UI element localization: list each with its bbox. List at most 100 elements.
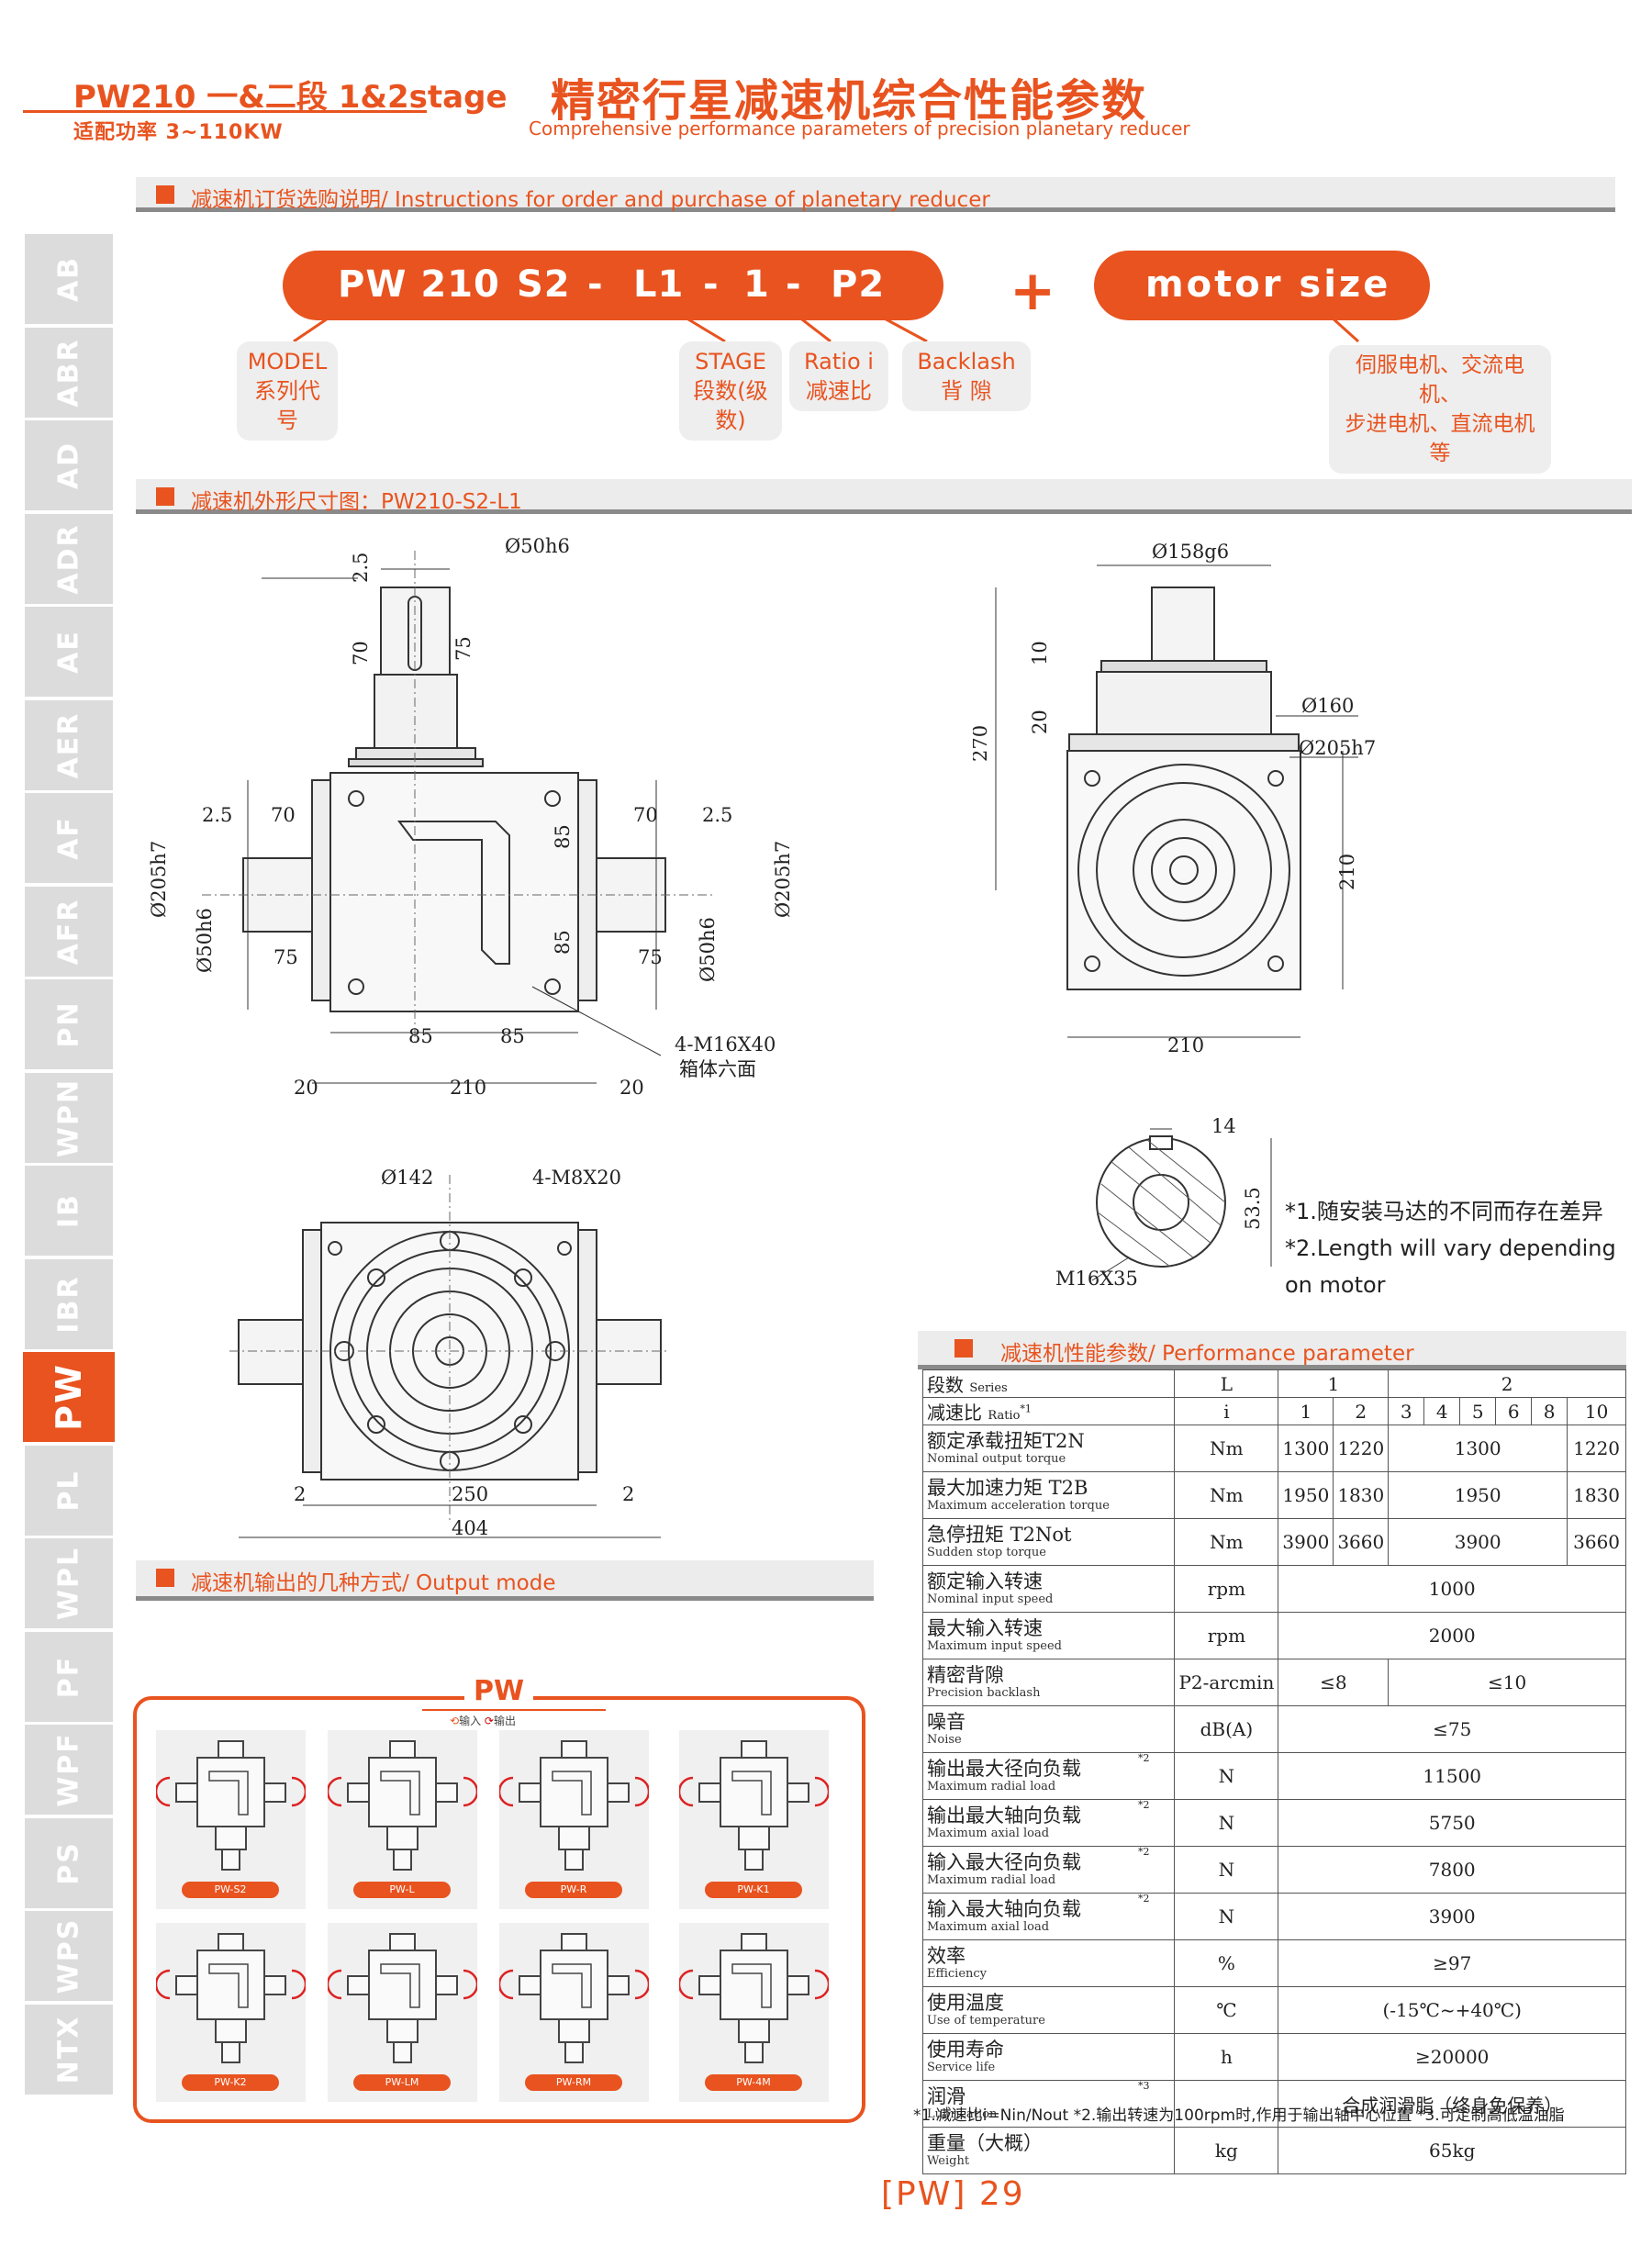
- output-mode-card: PW-LM: [326, 1923, 479, 2102]
- gearbox-icon: [497, 1933, 651, 2063]
- value-cell: 1950: [1388, 1471, 1568, 1519]
- side-tab-wpf[interactable]: WPF: [25, 1725, 113, 1816]
- side-tab-label: AE: [52, 630, 85, 674]
- dim-53-5: 53.5: [1242, 1187, 1264, 1230]
- value-cell: 1830: [1567, 1471, 1626, 1519]
- unit-cell: ℃: [1174, 1986, 1279, 2034]
- callout-line: 系列代号: [254, 378, 320, 433]
- side-tab-label: WPN: [52, 1078, 85, 1157]
- label-en: Service life: [927, 2061, 996, 2074]
- value-cell: 65kg: [1278, 2127, 1626, 2174]
- side-tab-ab[interactable]: AB: [25, 234, 113, 326]
- side-tab-ad[interactable]: AD: [25, 420, 113, 512]
- model-code-pill: PW 210 S2 - L1 - 1 - P2: [283, 251, 943, 320]
- callout-backlash: Backlash 背 隙: [902, 341, 1031, 411]
- side-tab-afr[interactable]: AFR: [25, 886, 113, 978]
- side-tab-ibr[interactable]: IBR: [25, 1258, 113, 1351]
- label-en: Efficiency: [927, 1967, 988, 1981]
- side-tab-pf[interactable]: PF: [25, 1631, 113, 1724]
- side-tab-ib[interactable]: IB: [25, 1166, 113, 1257]
- section-performance: 减速机性能参数/ Performance parameter: [918, 1331, 1626, 1369]
- dim-70: 70: [350, 641, 372, 665]
- dim-20: 20: [1029, 710, 1051, 734]
- series-cn: 段数: [927, 1374, 964, 1396]
- dim-160: Ø160: [1301, 695, 1354, 717]
- label-en: Nominal input speed: [927, 1592, 1054, 1606]
- dim-85: 85: [500, 1025, 525, 1047]
- ratio-value: 6: [1495, 1397, 1533, 1425]
- label-cn: 额定承载扭矩T2N: [927, 1430, 1085, 1452]
- side-tab-wpn[interactable]: WPN: [25, 1072, 113, 1165]
- side-tab-ae[interactable]: AE: [25, 607, 113, 698]
- label-en: Noise: [927, 1733, 962, 1747]
- dim-left-70: 70: [271, 804, 296, 826]
- value-cell: 1830: [1333, 1471, 1390, 1519]
- unit-cell: h: [1174, 2033, 1279, 2081]
- row-label: 段数 Series: [921, 1369, 1176, 1398]
- side-tab-abr[interactable]: ABR: [25, 327, 113, 419]
- unit-cell: P2-arcmin: [1174, 1659, 1279, 1706]
- page-subtitle: Comprehensive performance parameters of …: [529, 117, 1190, 140]
- dim-210: 210: [450, 1077, 486, 1099]
- dim-14: 14: [1211, 1115, 1236, 1137]
- side-tab-ntx[interactable]: NTX: [25, 2004, 113, 2096]
- gearbox-icon: [154, 1740, 307, 1871]
- side-tab-label: PN: [52, 1000, 85, 1048]
- side-tab-wpl[interactable]: WPL: [25, 1538, 113, 1630]
- unit-cell: rpm: [1174, 1565, 1279, 1613]
- output-heading-line: [422, 1709, 606, 1711]
- callout-connectors: [293, 315, 1360, 343]
- dim-flange-dia-right: Ø205h7: [772, 841, 794, 918]
- section-marker: [156, 487, 174, 506]
- side-tab-pl[interactable]: PL: [25, 1445, 113, 1537]
- section-order: 减速机订货选购说明/ Instructions for order and pu…: [136, 177, 1615, 212]
- output-mode-card: PW-RM: [497, 1923, 651, 2102]
- side-tab-aer[interactable]: AER: [25, 699, 113, 792]
- side-tab-wps[interactable]: WPS: [25, 1911, 113, 2003]
- value-cell: ≥97: [1278, 1939, 1626, 1987]
- header-underline: [23, 110, 427, 113]
- front-view-drawing: Ø50h6 2.5 70 75 2.5 70 70 2.5 Ø205h7 Ø50…: [148, 535, 794, 1099]
- label-cn: 使用温度: [927, 1992, 1004, 2014]
- section-output-mode: 减速机输出的几种方式/ Output mode: [136, 1560, 874, 1601]
- page-number: [PW] 29: [881, 2175, 1025, 2213]
- side-tab-adr[interactable]: ADR: [25, 513, 113, 606]
- callout-line: MODEL: [247, 349, 328, 374]
- dim-210: 210: [1336, 854, 1358, 890]
- label-cn: 噪音: [927, 1711, 966, 1733]
- label-cn: 输出最大轴向负载: [927, 1804, 1081, 1827]
- label-en: Maximum radial load: [927, 1873, 1056, 1887]
- side-tab-pn[interactable]: PN: [25, 979, 113, 1071]
- section-marker: [156, 185, 174, 204]
- dim-85: 85: [408, 1025, 433, 1047]
- output-mode-card: PW-L: [326, 1730, 479, 1909]
- dim-flange-holes: 4-M8X20: [532, 1167, 621, 1189]
- unit-cell: L: [1174, 1369, 1279, 1398]
- side-tab-pw[interactable]: PW: [23, 1352, 115, 1444]
- note-2-cont: on motor: [1285, 1272, 1386, 1298]
- value-cell: 3900: [1278, 1893, 1626, 1940]
- side-tab-ps[interactable]: PS: [25, 1817, 113, 1910]
- side-tab-label: WPF: [52, 1732, 85, 1807]
- section-dimensions: 减速机外形尺寸图：PW210-S2-L1: [136, 479, 1632, 514]
- motor-size-pill: motor size: [1094, 251, 1430, 320]
- label-en: Maximum axial load: [927, 1920, 1050, 1934]
- gearbox-icon: [677, 1740, 831, 1871]
- gearbox-icon: [154, 1933, 307, 2063]
- value-cell: 3660: [1333, 1518, 1390, 1566]
- dim-2: 2: [294, 1483, 306, 1505]
- unit-cell: Nm: [1174, 1425, 1279, 1472]
- side-tab-label: ADR: [52, 522, 85, 595]
- label-cn: 精密背隙: [927, 1664, 1004, 1686]
- output-mode-label: PW-S2: [182, 1882, 279, 1898]
- side-tab-label: AD: [52, 441, 85, 490]
- section-output-mode-title: 减速机输出的几种方式/ Output mode: [191, 1571, 556, 1595]
- side-tab-af[interactable]: AF: [25, 793, 113, 885]
- dim-142: Ø142: [381, 1167, 433, 1189]
